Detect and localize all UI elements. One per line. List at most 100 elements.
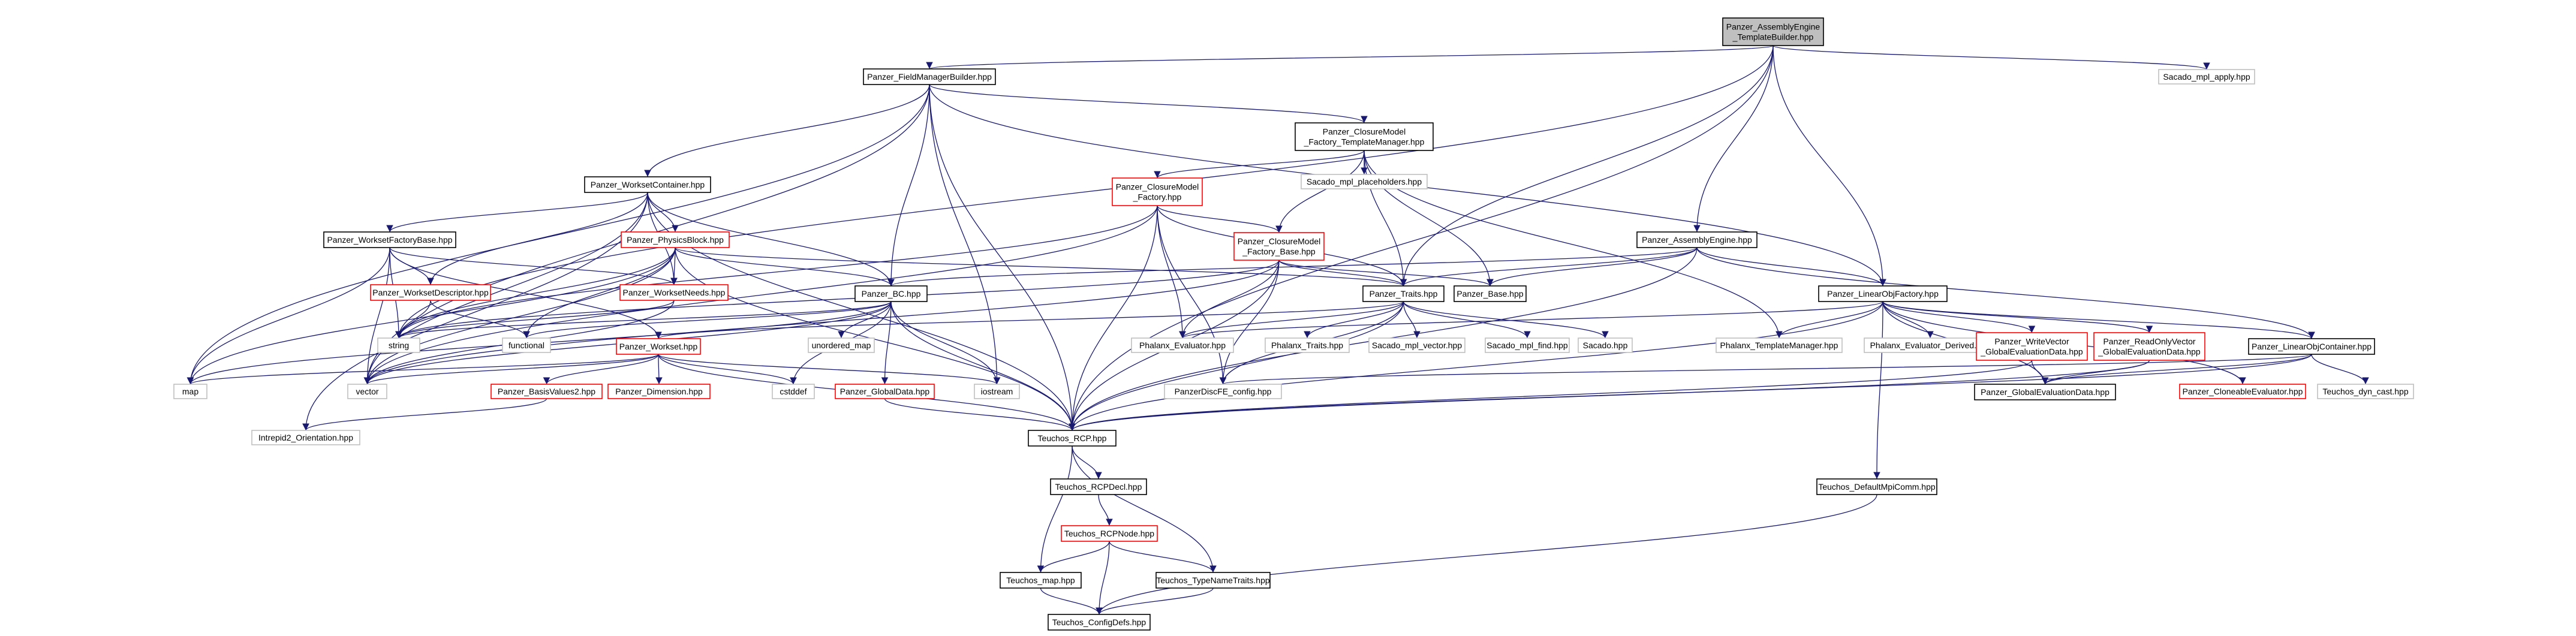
node-box xyxy=(323,231,456,248)
node-rcpdecl[interactable]: Teuchos_RCPDecl.hpp xyxy=(1050,478,1147,495)
edge-root-to-ae xyxy=(1693,45,1774,233)
edge-traits-to-workset xyxy=(655,301,1404,339)
node-wsn[interactable]: Panzer_WorksetNeeds.hpp xyxy=(619,284,729,301)
node-root[interactable]: Panzer_AssemblyEngine_TemplateBuilder.hp… xyxy=(1722,17,1824,46)
node-cstddef[interactable]: cstddef xyxy=(772,384,815,399)
node-box xyxy=(347,384,387,399)
edge-wv-to-rcp xyxy=(1069,360,2033,431)
node-intrepid[interactable]: Intrepid2_Orientation.hpp xyxy=(251,430,360,445)
node-box xyxy=(1362,285,1445,302)
node-cdefs[interactable]: Teuchos_ConfigDefs.hpp xyxy=(1048,614,1151,631)
edge-ae-to-lof xyxy=(1696,247,1886,287)
node-bv2[interactable]: Panzer_BasisValues2.hpp xyxy=(490,384,603,399)
node-map[interactable]: map xyxy=(173,384,207,399)
edge-cmfb-to-phx-eval xyxy=(1179,260,1280,339)
edge-loc-to-rcp xyxy=(1069,354,2312,431)
node-functional[interactable]: functional xyxy=(502,337,551,353)
edge-workset-to-map xyxy=(187,354,659,385)
node-box xyxy=(370,284,491,301)
node-rcpnode[interactable]: Teuchos_RCPNode.hpp xyxy=(1061,525,1158,542)
node-ged[interactable]: Panzer_GlobalEvaluationData.hpp xyxy=(1974,384,2116,400)
node-phx-ed[interactable]: Phalanx_Evaluator_Derived.hpp xyxy=(1864,337,1997,353)
node-phx-traits[interactable]: Phalanx_Traits.hpp xyxy=(1265,337,1350,353)
node-box xyxy=(1301,174,1428,189)
node-tnt[interactable]: Teuchos_TypeNameTraits.hpp xyxy=(1155,572,1271,589)
node-label: _GlobalEvaluationData.hpp xyxy=(2097,347,2201,357)
node-label: Intrepid2_Orientation.hpp xyxy=(258,433,353,442)
edge-pb-to-vector xyxy=(363,247,676,385)
node-rov[interactable]: Panzer_ReadOnlyVector_GlobalEvaluationDa… xyxy=(2093,332,2205,361)
edge-bv2-to-intrepid xyxy=(302,398,547,431)
node-vector[interactable]: vector xyxy=(347,384,387,399)
node-sacado-vec[interactable]: Sacado_mpl_vector.hpp xyxy=(1368,337,1465,353)
node-lof[interactable]: Panzer_LinearObjFactory.hpp xyxy=(1818,285,1948,302)
node-box xyxy=(1864,337,1997,353)
node-clone[interactable]: Panzer_CloneableEvaluator.hpp xyxy=(2179,384,2306,399)
node-wsd[interactable]: Panzer_WorksetDescriptor.hpp xyxy=(370,284,491,301)
node-bc[interactable]: Panzer_BC.hpp xyxy=(854,285,928,302)
node-cm-tm[interactable]: Panzer_ClosureModel_Factory_TemplateMana… xyxy=(1295,122,1434,151)
node-tmap[interactable]: Teuchos_map.hpp xyxy=(1000,572,1082,589)
node-label: _TemplateBuilder.hpp xyxy=(1732,32,1814,42)
node-wsc[interactable]: Panzer_WorksetContainer.hpp xyxy=(584,176,711,193)
edge-traits-to-sacado-vec xyxy=(1403,301,1421,339)
edge-root-to-sacado-mpl-apply xyxy=(1772,45,2210,70)
node-gd[interactable]: Panzer_GlobalData.hpp xyxy=(835,384,935,399)
node-iostream[interactable]: iostream xyxy=(974,384,1020,399)
node-sacado-ph[interactable]: Sacado_mpl_placeholders.hpp xyxy=(1301,174,1428,189)
node-unordered-map[interactable]: unordered_map xyxy=(808,337,875,353)
node-sacado[interactable]: Sacado.hpp xyxy=(1578,337,1633,353)
edge-bc-to-rcp xyxy=(890,301,1076,431)
node-cmfb[interactable]: Panzer_ClosureModel_Factory_Base.hpp xyxy=(1233,232,1325,261)
node-label: Panzer_CloneableEvaluator.hpp xyxy=(2183,387,2303,396)
node-traits[interactable]: Panzer_Traits.hpp xyxy=(1362,285,1445,302)
node-box xyxy=(1265,337,1350,353)
edge-wsfb-to-wsn xyxy=(389,247,678,285)
node-label: Panzer_Workset.hpp xyxy=(619,342,698,351)
edge-root-to-traits xyxy=(1400,45,1774,287)
node-sacado-find[interactable]: Sacado_mpl_find.hpp xyxy=(1485,337,1570,353)
node-workset[interactable]: Panzer_Workset.hpp xyxy=(616,338,701,355)
node-sacado-mpl-apply[interactable]: Sacado_mpl_apply.hpp xyxy=(2158,69,2255,85)
edge-pb-to-string xyxy=(395,247,676,339)
edge-tnt-to-cdefs xyxy=(1096,587,1214,615)
node-pb[interactable]: Panzer_PhysicsBlock.hpp xyxy=(621,231,730,248)
node-base[interactable]: Panzer_Base.hpp xyxy=(1453,285,1527,302)
node-label: _Factory.hpp xyxy=(1133,192,1182,202)
node-fmb[interactable]: Panzer_FieldManagerBuilder.hpp xyxy=(863,68,996,85)
edge-rcpdecl-to-rcpnode xyxy=(1098,494,1113,526)
node-label: Panzer_FieldManagerBuilder.hpp xyxy=(867,72,992,82)
node-wv[interactable]: Panzer_WriteVector_GlobalEvaluationData.… xyxy=(1976,332,2088,361)
node-box xyxy=(2248,338,2375,355)
edge-pb-to-map xyxy=(186,247,676,385)
edge-lof-to-phx-eval xyxy=(1179,301,1883,339)
edge-workset-to-vector xyxy=(363,354,659,385)
node-label: Panzer_AssemblyEngine xyxy=(1726,22,1820,32)
node-label: _Factory_TemplateManager.hpp xyxy=(1304,137,1425,147)
node-label: Phalanx_Evaluator.hpp xyxy=(1139,340,1226,350)
node-label: Phalanx_Evaluator_Derived.hpp xyxy=(1870,340,1991,350)
node-box xyxy=(1131,337,1234,353)
node-ae[interactable]: Panzer_AssemblyEngine.hpp xyxy=(1636,231,1758,248)
node-dyncast[interactable]: Teuchos_dyn_cast.hpp xyxy=(2317,384,2414,399)
edge-lof-to-phx-tm xyxy=(1775,301,1883,339)
node-dim[interactable]: Panzer_Dimension.hpp xyxy=(607,384,711,399)
node-phx-tm[interactable]: Phalanx_TemplateManager.hpp xyxy=(1716,337,1843,353)
node-rcp[interactable]: Teuchos_RCP.hpp xyxy=(1028,430,1117,447)
edge-cmfb-to-vector xyxy=(363,260,1280,385)
node-box xyxy=(490,384,603,399)
node-cmf[interactable]: Panzer_ClosureModel_Factory.hpp xyxy=(1112,177,1203,206)
node-dmc[interactable]: Teuchos_DefaultMpiComm.hpp xyxy=(1816,478,1937,495)
node-config[interactable]: PanzerDiscFE_config.hpp xyxy=(1164,384,1282,399)
node-phx-eval[interactable]: Phalanx_Evaluator.hpp xyxy=(1131,337,1234,353)
node-box xyxy=(2317,384,2414,399)
node-loc[interactable]: Panzer_LinearObjContainer.hpp xyxy=(2248,338,2375,355)
edge-wsd-to-functional xyxy=(430,300,530,339)
node-wsfb[interactable]: Panzer_WorksetFactoryBase.hpp xyxy=(323,231,456,248)
edge-ae-to-bc xyxy=(887,247,1698,287)
node-string[interactable]: string xyxy=(377,337,420,353)
edge-fmb-to-iostream xyxy=(929,84,1001,385)
edge-rcpnode-to-cdefs xyxy=(1096,541,1110,615)
edge-traits-to-sacado xyxy=(1403,301,1609,339)
node-label: Panzer_ClosureModel xyxy=(1116,182,1199,192)
